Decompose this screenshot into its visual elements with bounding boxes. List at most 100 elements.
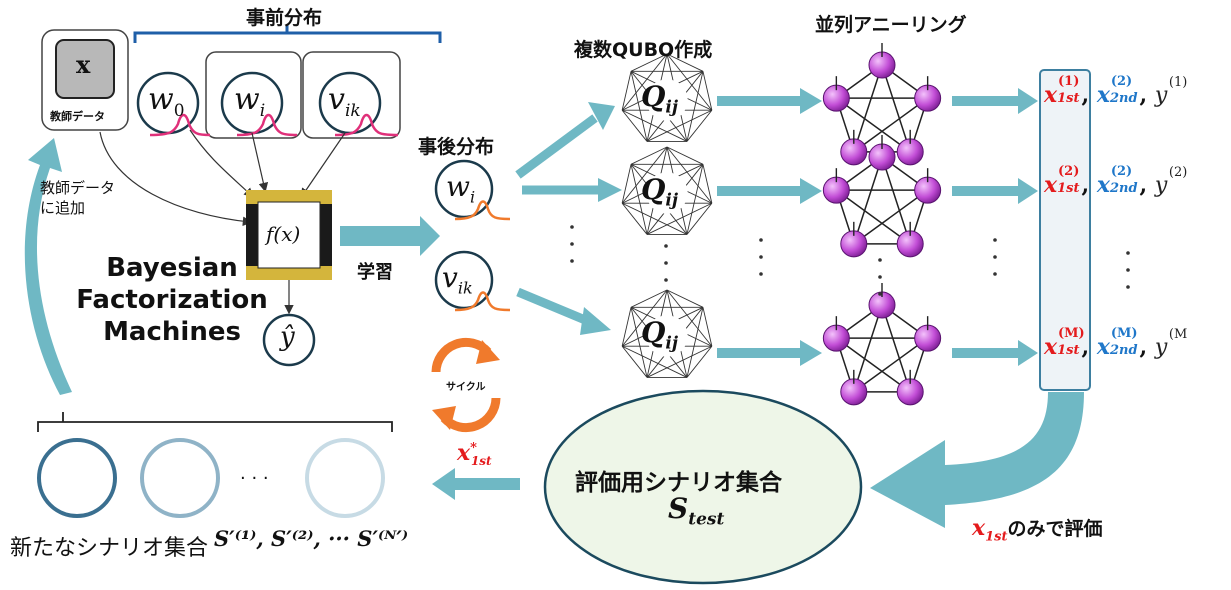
network-edge (881, 64, 911, 153)
qubo-edge (666, 146, 713, 204)
prior-wi-curve (236, 113, 298, 137)
qubo-edge (621, 146, 668, 204)
qubo-edge (686, 164, 704, 235)
scenario-formula: S′⁽¹⁾, S′⁽²⁾, ··· S′⁽ᴺ′⁾ (214, 526, 409, 551)
fm-model-block (246, 190, 332, 280)
result-y: y(M (1154, 327, 1188, 360)
result-sep: , (1081, 82, 1097, 108)
qubo-label-3: Qij (641, 316, 678, 354)
qubo-graph-1 (621, 53, 713, 142)
qubo-edge (630, 307, 648, 378)
qubo-edge (630, 53, 668, 72)
qubo-label-2: Qij (641, 173, 678, 211)
qubo-edge (621, 345, 688, 378)
qubo-edge (666, 53, 704, 72)
result-sep: , (1139, 172, 1155, 198)
qubo-edge (621, 164, 632, 204)
result-row: x1st(1), x2nd(2), y(1) (1044, 74, 1188, 108)
posterior-wi-label: wi (446, 170, 476, 207)
result-x2: x2nd(2) (1096, 74, 1138, 108)
result-x1: x1st(2) (1044, 164, 1080, 198)
qubo-label-bg (646, 315, 688, 357)
scenario-dots: · · · (240, 468, 269, 489)
result-x2: x2nd(M) (1096, 326, 1138, 360)
qubo-to-annealing-arrows (717, 88, 822, 366)
qubo-edge (621, 53, 668, 111)
qubo-edge (666, 53, 713, 111)
result-sep: , (1139, 334, 1155, 360)
teacher-x-label: x (76, 50, 91, 79)
network-edge (835, 337, 911, 393)
prior-bracket (133, 25, 442, 43)
qubo-edge (646, 109, 713, 142)
annealing-to-results-arrows (952, 88, 1038, 366)
qubo-title: 複数QUBO作成 (574, 39, 713, 61)
qubo-graph-3 (621, 289, 713, 378)
qubo-edge (621, 289, 668, 347)
posterior-wi-circle (434, 159, 494, 219)
posterior-title: 事後分布 (418, 136, 495, 158)
qubo-edge (621, 109, 688, 142)
evaluation-note: x1stのみで評価 (972, 515, 1103, 545)
result-sep: , (1139, 82, 1155, 108)
posterior-vik-curve (454, 291, 511, 312)
learning-arrow (340, 216, 440, 256)
result-y: y(2) (1154, 165, 1188, 198)
result-x1: x1st(1) (1044, 74, 1080, 108)
qubo-edge (702, 71, 713, 111)
network-edge (853, 97, 929, 153)
result-x1: x1st(M) (1044, 326, 1085, 360)
result-row: x1st(2), x2nd(2), y(2) (1044, 164, 1188, 198)
xstar-label: x*1st (457, 440, 492, 469)
prior-vik-curve (334, 113, 399, 137)
network-edge (853, 64, 883, 153)
results-to-evaluation-arrow (870, 392, 1084, 528)
qubo-edge (666, 146, 704, 165)
network-edge (853, 337, 929, 393)
qubo-edge (666, 289, 713, 347)
teacher-data-caption: 教師データ (50, 110, 105, 123)
scenario-bracket (37, 412, 393, 432)
qubo-edge (646, 202, 713, 235)
feedback-arrow (24, 138, 72, 395)
qubo-edge (621, 307, 632, 347)
fx-label: f(x) (266, 222, 301, 246)
qubo-edge (630, 289, 668, 308)
network-edge (881, 156, 911, 245)
qubo-edge (702, 164, 713, 204)
prior-wi-label: wi (234, 82, 266, 121)
prior-vik-label: vik (328, 82, 361, 121)
result-sep: , (1081, 334, 1097, 360)
qubo-edge (686, 307, 704, 378)
evaluation-set-ellipse (543, 389, 863, 585)
annealing-network-3 (822, 283, 942, 406)
yhat-circle (262, 313, 316, 367)
qubo-edge (621, 345, 648, 378)
qubo-edge (621, 71, 632, 111)
yhat-label: ŷ (280, 322, 295, 352)
evaluation-set-symbol: Stest (668, 492, 725, 530)
teacher-data-box (41, 29, 129, 131)
qubo-edge (646, 345, 713, 378)
vertical-ellipses (570, 225, 1130, 296)
posterior-vik-circle (434, 250, 494, 310)
posterior-wi-curve (454, 200, 511, 221)
qubo-label-1: Qij (641, 80, 678, 118)
prior-w0-label: w0 (148, 82, 185, 121)
qubo-edge (686, 71, 704, 142)
teacher-add-label: 教師データに追加 (40, 179, 116, 217)
learning-label: 学習 (357, 262, 393, 283)
annealing-title: 並列アニーリング (815, 14, 967, 36)
qubo-edge (686, 345, 713, 378)
result-sep: , (1081, 172, 1097, 198)
result-row: x1st(M), x2nd(M), y(M (1044, 326, 1188, 360)
scenario-circle-3 (305, 438, 385, 518)
posterior-to-qubo-arrows (515, 114, 600, 327)
qubo-edge (621, 109, 648, 142)
result-y: y(1) (1154, 75, 1188, 108)
cycle-icon (431, 337, 501, 433)
qubo-edge (686, 202, 713, 235)
prior-vik-box (302, 51, 401, 139)
prior-title: 事前分布 (246, 7, 323, 29)
evaluation-title: 評価用シナリオ集合 (575, 470, 782, 496)
